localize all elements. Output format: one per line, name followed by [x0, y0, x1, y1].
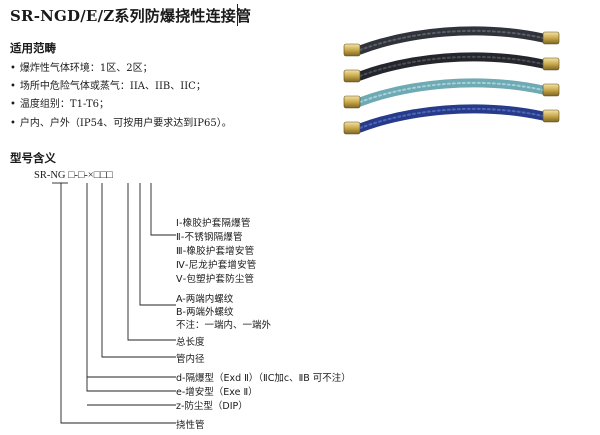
list-item: 户内、户外（IP54、可按用户要求达到IP65）。 — [10, 115, 232, 133]
hose-product-image — [343, 26, 560, 135]
length-label: 总长度 — [176, 337, 205, 348]
list-item: 场所中危险气体或蒸气：IIA、IIB、IIC； — [10, 78, 232, 96]
list-item: 爆炸性气体环境：1区、2区； — [10, 60, 232, 78]
type-label-1: Ⅰ-橡胶护套隔爆管 — [176, 218, 251, 229]
model-code: SR-NG □-□-×□□□ — [34, 170, 113, 181]
page-title: SR-NGD/E/Z系列防爆挠性连接管 — [10, 7, 252, 25]
thread-label-none: 不注：一端内、一端外 — [176, 320, 272, 331]
thread-label-a: A-两端内螺纹 — [176, 294, 234, 305]
increased-safety-label: e-增安型（Exe Ⅱ） — [176, 387, 258, 398]
applicability-heading: 适用范畴 — [10, 41, 56, 55]
hose-label: 挠性管 — [176, 420, 205, 431]
list-item: 温度组别：T1-T6； — [10, 96, 232, 114]
type-label-3: Ⅲ-橡胶护套增安管 — [176, 246, 255, 257]
thread-label-b: B-两端外螺纹 — [176, 307, 234, 318]
type-label-4: Ⅳ-尼龙护套增安管 — [176, 260, 257, 271]
explosion-proof-label: d-隔爆型（Exd Ⅱ）（ⅡC加c、ⅡB 可不注） — [176, 373, 351, 384]
type-label-5: Ⅴ-包塑护套防尘管 — [176, 274, 255, 285]
type-label-2: Ⅱ-不锈钢隔爆管 — [176, 232, 243, 243]
diameter-label: 管内径 — [176, 354, 205, 365]
text-cursor — [237, 4, 238, 26]
dust-proof-label: z-防尘型（DIP） — [176, 401, 248, 412]
applicability-list: 爆炸性气体环境：1区、2区； 场所中危险气体或蒸气：IIA、IIB、IIC； 温… — [10, 60, 232, 133]
model-heading: 型号含义 — [10, 151, 56, 165]
